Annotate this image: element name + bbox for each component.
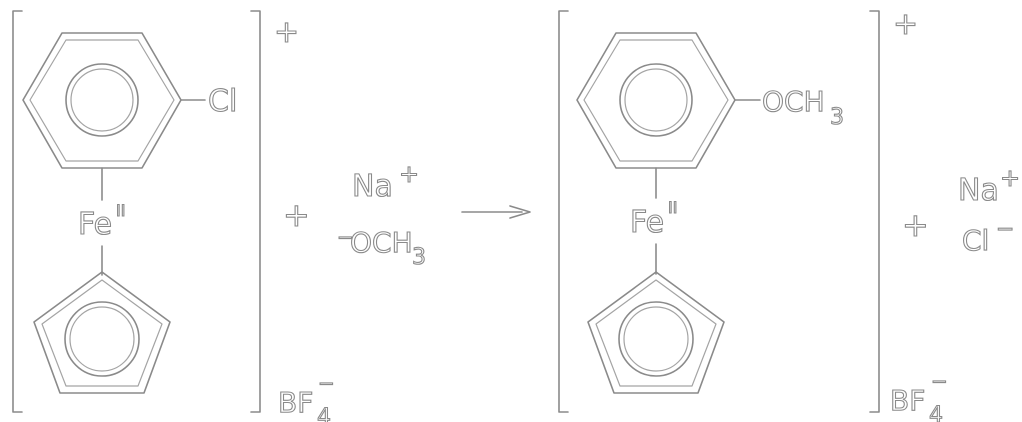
- product-iron-label: Fe: [630, 205, 664, 240]
- product-counterion-subscript: 4: [929, 403, 943, 422]
- plus-sign-2: +: [902, 206, 929, 244]
- reactant-right-bracket: [250, 10, 261, 413]
- byproduct-cation-charge: +: [1000, 164, 1020, 192]
- product-counterion-base: BF: [890, 384, 925, 417]
- product-oxidation-state: II: [668, 198, 677, 217]
- reactant-charge: +: [274, 15, 299, 50]
- byproduct-sodium-chloride: Na + Cl −: [957, 163, 1020, 257]
- reactant-oxidation-state: II: [116, 201, 125, 220]
- reactant-cyclopentadienyl-ring: [33, 271, 171, 394]
- byproduct-anion-charge: −: [996, 217, 1014, 242]
- reactant-complex: Cl Fe II + BF 4 −: [12, 10, 335, 422]
- product-cyclopentadienyl-ring: [587, 271, 725, 394]
- product-counterion: BF 4 −: [889, 368, 948, 422]
- byproduct-cation: Na: [958, 173, 999, 208]
- plus-sign-1: +: [283, 196, 310, 234]
- product-substituent-base: OCH: [762, 85, 825, 118]
- reactant-left-bracket: [12, 10, 23, 413]
- reactant-iron-label: Fe: [78, 207, 112, 242]
- product-substituent-subscript: 3: [830, 105, 844, 130]
- reagent-anion-charge: −: [337, 225, 354, 249]
- reactant-counterion-charge: −: [318, 371, 335, 395]
- reactant-benzene-ring: [22, 32, 182, 169]
- product-right-bracket: [869, 10, 880, 413]
- product-methoxy-label: OCH 3: [761, 84, 844, 130]
- product-counterion-charge: −: [931, 369, 948, 393]
- byproduct-anion: Cl: [962, 224, 989, 257]
- reactant-counterion-subscript: 4: [317, 405, 331, 422]
- reactant-counterion-base: BF: [278, 386, 313, 419]
- product-charge: +: [893, 7, 918, 42]
- reagent-anion-base: OCH: [350, 226, 413, 259]
- reactant-chlorine-label: Cl: [208, 84, 237, 119]
- product-complex: OCH 3 Fe II + BF 4 −: [558, 6, 948, 422]
- product-left-bracket: [558, 10, 569, 413]
- reagent-anion-subscript: 3: [412, 245, 426, 270]
- reagent-sodium-methoxide: Na + − OCH 3: [336, 159, 426, 270]
- reaction-arrow: [461, 205, 531, 219]
- reagent-cation: Na: [352, 169, 393, 204]
- product-benzene-ring: [576, 32, 736, 169]
- reagent-cation-charge: +: [399, 160, 419, 188]
- reactant-counterion: BF 4 −: [277, 370, 335, 422]
